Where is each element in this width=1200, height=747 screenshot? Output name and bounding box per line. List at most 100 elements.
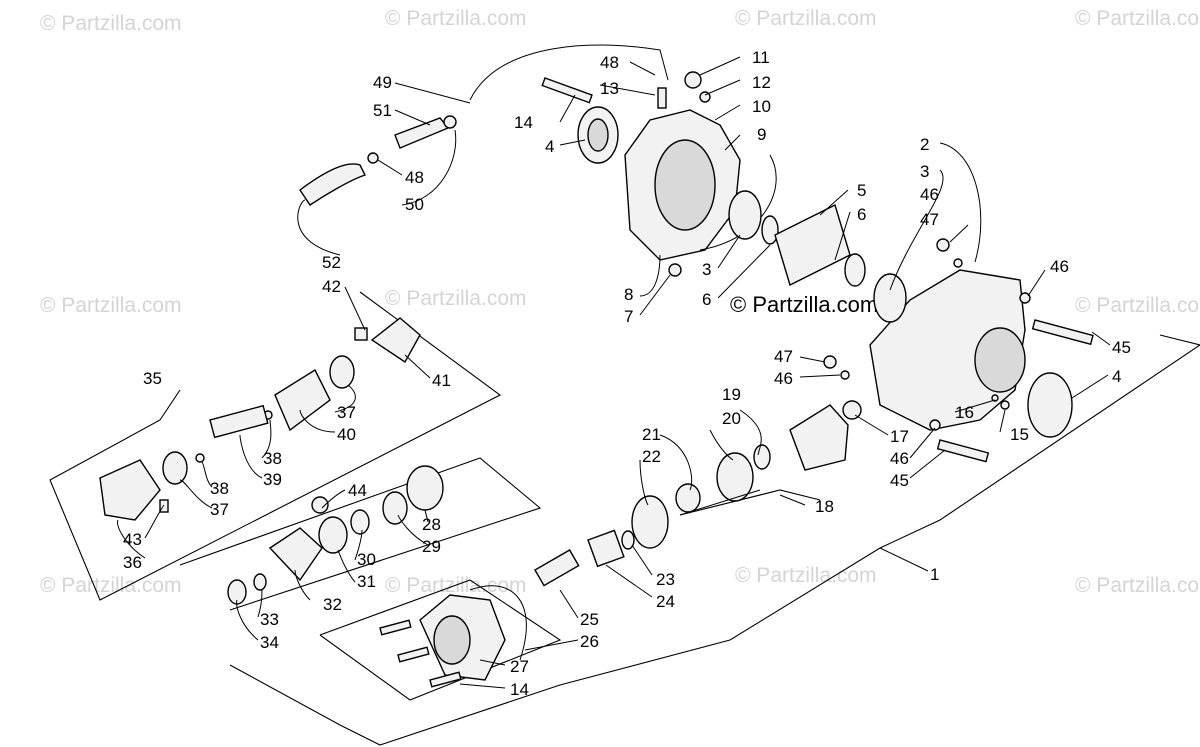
gasket-26 bbox=[469, 585, 527, 661]
snap-ring-29 bbox=[382, 491, 408, 525]
callout-label: 7 bbox=[624, 307, 633, 326]
callout-label: 23 bbox=[656, 570, 675, 589]
callout-label: 46 bbox=[920, 185, 939, 204]
cable-line bbox=[469, 44, 669, 101]
callout-label: 47 bbox=[774, 347, 793, 366]
callout-label: 25 bbox=[580, 610, 599, 629]
callout-label: 47 bbox=[920, 210, 939, 229]
gear-housing-bore bbox=[974, 327, 1026, 393]
bolt-front-1 bbox=[379, 619, 412, 636]
callout-label: 6 bbox=[702, 290, 711, 309]
rubber-boot bbox=[299, 163, 366, 206]
seal-31 bbox=[318, 516, 348, 554]
group-bracket-28-34 bbox=[179, 457, 542, 611]
ring-37-upper bbox=[329, 355, 355, 389]
group-bracket-18 bbox=[679, 489, 821, 516]
nut-34 bbox=[227, 579, 247, 605]
pinion-assembly bbox=[534, 400, 862, 587]
callout-label: 49 bbox=[373, 73, 392, 92]
callout-label: 20 bbox=[722, 409, 741, 428]
callout-label: 29 bbox=[422, 537, 441, 556]
bolt-45-upper bbox=[1031, 319, 1094, 346]
cable-assembly bbox=[299, 44, 669, 206]
shaft-39 bbox=[209, 404, 269, 439]
spacer-21 bbox=[675, 483, 701, 513]
callout-label: 12 bbox=[752, 73, 771, 92]
washer-46-lower bbox=[929, 419, 941, 431]
bolt-14-lower bbox=[429, 671, 462, 688]
callout-label: 15 bbox=[1010, 425, 1029, 444]
callout-label: 46 bbox=[890, 449, 909, 468]
callout-label: 45 bbox=[890, 471, 909, 490]
flange-41 bbox=[370, 317, 421, 364]
watermark-text: © Partzilla.com bbox=[385, 7, 527, 30]
ball-38-lower bbox=[195, 453, 205, 463]
o-ring-12 bbox=[699, 91, 711, 103]
callout-label: 24 bbox=[656, 592, 675, 611]
callout-label: 17 bbox=[890, 427, 909, 446]
callout-label: 18 bbox=[815, 497, 834, 516]
bolt-45-lower bbox=[936, 439, 990, 463]
bearing-3-upper bbox=[728, 190, 762, 240]
nut-44 bbox=[311, 496, 329, 514]
ring-gear-5 bbox=[774, 204, 851, 286]
watermark-text: © Partzilla.com bbox=[40, 574, 182, 597]
flange-36 bbox=[99, 459, 161, 521]
watermark-text: © Partzilla.com bbox=[1075, 7, 1200, 30]
callout-label: 8 bbox=[624, 285, 633, 304]
callout-label: 45 bbox=[1112, 338, 1131, 357]
callout-label: 32 bbox=[323, 595, 342, 614]
boot-40 bbox=[274, 368, 331, 432]
callout-label: 30 bbox=[357, 550, 376, 569]
callout-label: 51 bbox=[373, 101, 392, 120]
callout-label: 21 bbox=[642, 425, 661, 444]
washer-46-upper bbox=[953, 258, 963, 268]
callout-label: 34 bbox=[260, 633, 279, 652]
seal-4-inner bbox=[587, 118, 609, 152]
callout-label: 28 bbox=[422, 515, 441, 534]
watermark-text: © Partzilla.com bbox=[735, 564, 877, 587]
callout-label: 22 bbox=[642, 447, 661, 466]
bearing-28 bbox=[406, 465, 444, 511]
callout-label: 38 bbox=[210, 479, 229, 498]
o-ring-16 bbox=[991, 394, 999, 402]
washer-30 bbox=[350, 509, 370, 535]
callout-label: 13 bbox=[600, 79, 619, 98]
callout-label: 48 bbox=[405, 168, 424, 187]
callout-label: 36 bbox=[123, 553, 142, 572]
fitting-13 bbox=[657, 87, 667, 109]
group-bracket-1 bbox=[229, 334, 1200, 746]
fitting-15 bbox=[1000, 400, 1010, 410]
callout-label: 33 bbox=[260, 610, 279, 629]
front-cover-bore bbox=[433, 615, 471, 665]
shim-6-lower bbox=[844, 253, 866, 287]
group-bracket-27 bbox=[319, 579, 562, 701]
group-bracket-35 bbox=[49, 291, 502, 601]
shim-9 bbox=[699, 154, 777, 251]
collar-24 bbox=[587, 529, 625, 568]
bearing-3-right bbox=[873, 273, 907, 323]
shim-6-upper bbox=[761, 215, 779, 245]
callout-label: 26 bbox=[580, 632, 599, 651]
bolt-42 bbox=[354, 327, 368, 341]
callout-label: 50 bbox=[405, 195, 424, 214]
cable-end-fitting bbox=[394, 117, 450, 149]
watermark-text: © Partzilla.com bbox=[1075, 574, 1200, 597]
seal-4-right bbox=[1027, 372, 1073, 438]
yoke-32 bbox=[268, 527, 323, 582]
washer-7 bbox=[668, 263, 682, 277]
bushing-17 bbox=[842, 400, 862, 420]
nut-47-lower bbox=[823, 355, 837, 369]
yoke-assembly bbox=[227, 465, 444, 605]
watermark-text: © Partzilla.com bbox=[40, 294, 182, 317]
callout-label: 52 bbox=[322, 253, 341, 272]
callout-label: 4 bbox=[545, 137, 554, 156]
callout-label: 41 bbox=[432, 371, 451, 390]
callout-label: 37 bbox=[337, 403, 356, 422]
callout-label: 40 bbox=[337, 425, 356, 444]
ring-23 bbox=[621, 530, 635, 550]
gear-housing-assembly bbox=[823, 238, 1094, 463]
bearing-20 bbox=[716, 452, 754, 502]
